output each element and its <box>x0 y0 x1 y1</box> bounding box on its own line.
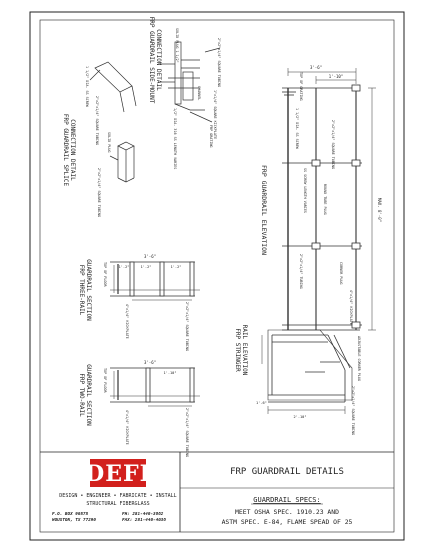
logo-badge <box>90 459 146 487</box>
splice-title-line2: CONNECTION DETAIL <box>69 119 76 181</box>
elevation-label: 4"x1/4" KICKPLATE <box>349 290 353 325</box>
elevation-title-text: FRP GUARDRAIL ELEVATION <box>260 165 268 255</box>
address-line2: HOUSTON, TX 77290 <box>51 517 96 523</box>
two-rail-title: FRP TWO-RAIL GUARDRAIL SECTION <box>78 364 92 426</box>
elevation-dims: 3'-6" 1'-10" MAX. 8'-0" <box>310 65 382 222</box>
spec-line-1: MEET OSHA SPEC. 1910.23 AND <box>235 508 339 516</box>
three-rail-dim: 1'-2" <box>119 265 130 269</box>
splice-label: SOLID PLUG <box>107 132 111 152</box>
phone-number: PH: 281-440-3662 <box>122 511 164 517</box>
two-rail-dim: 3'-6" <box>144 360 156 365</box>
elevation-label: TOP OF GRATING <box>299 72 303 101</box>
inner-border <box>39 19 395 533</box>
stringer-rail <box>261 329 353 414</box>
side-mount-label: FRP GRATING <box>209 125 213 147</box>
two-rail-title-line2: GUARDRAIL SECTION <box>85 364 92 426</box>
three-rail-title-line1: FRP THREE-RAIL <box>78 265 85 316</box>
three-rail-label: 4"x1/4" KICKPLATE <box>125 304 129 339</box>
stringer-labels: ADJUSTABLE CORNER PLUG 2"x2"x1/4" SQUARE… <box>351 336 361 435</box>
three-rail-section <box>110 261 200 301</box>
stringer-title-line2: RAIL ELEVATION <box>241 325 248 376</box>
two-rail-label: TOP OF FLOOR <box>103 368 107 393</box>
three-rail-title-line2: GUARDRAIL SECTION <box>85 259 92 321</box>
splice-title: FRP GUARDRAIL SPLICE CONNECTION DETAIL <box>62 114 76 187</box>
stringer-dims: 1'-6" 2'-10" <box>256 401 306 419</box>
stringer-title: FRP STRINGER RAIL ELEVATION <box>234 325 248 376</box>
three-rail-title: FRP THREE-RAIL GUARDRAIL SECTION <box>78 259 92 321</box>
three-rail-labels: TOP OF FLOOR 2"x2"x1/4" SQUARE TUBING 4"… <box>103 262 189 351</box>
elevation-label: 2"x2"x1/4" TUBING <box>299 254 303 289</box>
splice-detail <box>89 61 137 183</box>
two-rail-labels: TOP OF FLOOR 2"x2"x1/4" SQUARE TUBING 4"… <box>103 368 189 457</box>
two-rail-dims: 3'-6" 1'-10" <box>144 360 177 375</box>
splice-label: 2"x2"x1/4" SQUARE TUBING <box>97 168 101 217</box>
stringer-label: ADJUSTABLE CORNER PLUG <box>357 336 361 381</box>
side-mount-label: SOLID PLUG 1 1/2" <box>175 28 179 63</box>
three-rail-dim: 1'-2" <box>171 265 182 269</box>
splice-label: 1 1/2" DIA. SS SCREW <box>85 66 89 108</box>
splice-labels: 1 1/2" DIA. SS SCREW 2"x2"x1/4" SQUARE T… <box>85 66 111 217</box>
elevation-labels: TOP OF GRATING 1 1/2" DIA. SS SCREW 2"x2… <box>295 72 353 325</box>
elevation-label: SS SCREW LENGTH VARIES <box>303 168 307 213</box>
tagline: DESIGN • ENGINEER • FABRICATE • INSTALL <box>59 493 176 499</box>
two-rail-label: 4"x1/4" KICKPLATE <box>125 410 129 445</box>
sheet-title: FRP GUARDRAIL DETAILS <box>230 467 344 477</box>
side-mount-title-line2: CONNECTION DETAIL <box>155 29 162 91</box>
side-mount-title-line1: FRP GUARDRAIL SIDE-MOUNT <box>148 17 155 104</box>
side-mount-labels: 2"x2"x1/4" SQUARE TUBING SOLID PLUG 1 1/… <box>173 28 221 169</box>
stringer-title-line1: FRP STRINGER <box>234 328 241 372</box>
two-rail-label: 2"x2"x1/4" SQUARE TUBING <box>185 408 189 457</box>
elevation-title: FRP GUARDRAIL ELEVATION <box>260 165 268 255</box>
splice-title-line1: FRP GUARDRAIL SPLICE <box>62 114 69 187</box>
title-block: DEFI DESIGN • ENGINEER • FABRICATE • INS… <box>51 452 394 532</box>
elevation-dim: MAX. 8'-0" <box>377 198 382 222</box>
stringer-dim: 1'-6" <box>256 401 267 405</box>
three-rail-label: 2"x2"x1/4" SQUARE TUBING <box>185 302 189 351</box>
elevation-label: CORNER PLUG <box>339 262 343 284</box>
logo-text: DEFI <box>85 461 151 487</box>
side-mount-label: 1/2" DIA. 316 SS LENGTH VARIES <box>173 108 177 169</box>
fax-number: FAX: 281-440-4036 <box>122 517 166 523</box>
three-rail-dim: 3'-6" <box>144 254 156 259</box>
splice-label: 2"x2"x1/4" SQUARE TUBING <box>95 96 99 145</box>
outer-border <box>29 11 405 541</box>
side-mount-label: 2"x2"x1/4" SQUARE TUBING <box>217 38 221 87</box>
guardrail-elevation <box>282 68 376 331</box>
three-rail-dims: 3'-6" 1'-2" 1'-2" 1'-2" <box>119 254 182 269</box>
two-rail-title-line1: FRP TWO-RAIL <box>78 373 85 417</box>
elevation-dim: 3'-6" <box>310 65 322 70</box>
two-rail-dim: 1'-10" <box>164 371 177 375</box>
two-rail-section <box>110 367 200 407</box>
three-rail-label: TOP OF FLOOR <box>103 262 107 287</box>
three-rail-dim: 1'-2" <box>141 265 152 269</box>
address-line1: P.O. BOX 90575 <box>52 511 89 517</box>
side-mount-label: 1"x1/4" SQUARE KICKPLATE <box>213 90 217 139</box>
side-mount-title: FRP GUARDRAIL SIDE-MOUNT CONNECTION DETA… <box>148 17 162 104</box>
side-mount-label: CHANNEL <box>197 86 201 100</box>
elevation-label: ROUND TUBE PLUG <box>323 184 327 215</box>
specs-heading: GUARDRAIL SPECS: <box>253 496 320 504</box>
spec-line-2: ASTM SPEC. E-84, FLAME SPEAD OF 25 <box>222 518 353 526</box>
stringer-label: 2"x2"x1/4" SQUARE TUBING <box>351 386 355 435</box>
tagline-secondary: STRUCTURAL FIBERGLASS <box>86 501 149 507</box>
elevation-label: 1 1/2" DIA. SS SCREW <box>295 108 299 150</box>
elevation-dim: 1'-10" <box>329 74 343 79</box>
stringer-dim: 2'-10" <box>294 415 307 419</box>
elevation-label: 2"x2"x1/4" SQUARE TUBING <box>331 120 335 169</box>
side-mount-detail <box>160 41 221 123</box>
